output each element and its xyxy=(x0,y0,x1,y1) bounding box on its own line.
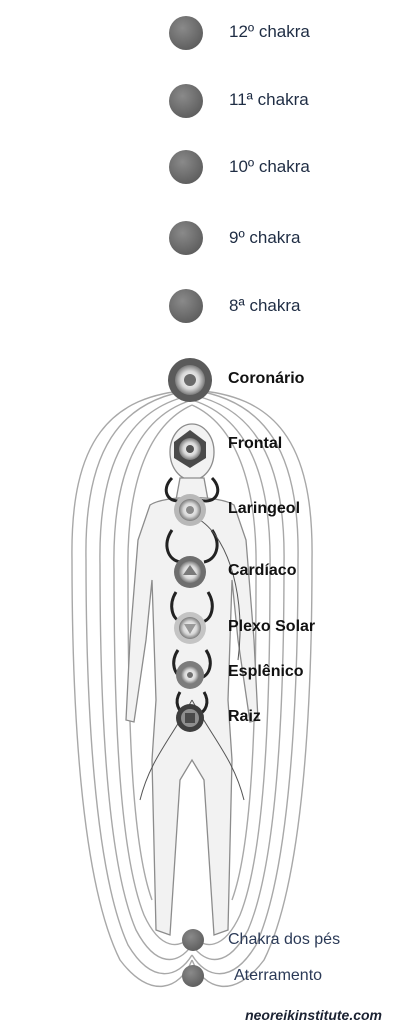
chakra-8-label: 8ª chakra xyxy=(229,296,301,316)
cardiaco-mandala-icon xyxy=(174,556,206,588)
coronario-label: Coronário xyxy=(228,369,304,389)
chakra-12-label: 12º chakra xyxy=(229,22,310,42)
source-credit: neoreikinstitute.com xyxy=(245,1007,382,1023)
esplenico-label: Esplênico xyxy=(228,662,304,682)
cardiaco-label: Cardíaco xyxy=(228,561,296,581)
chakra-9-disc xyxy=(169,221,203,255)
chakra-dos-pes-label: Chakra dos pés xyxy=(228,930,340,950)
chakra-11-label: 11ª chakra xyxy=(229,90,309,110)
esplenico-mandala-icon xyxy=(176,661,204,689)
lower-point-discs xyxy=(182,929,204,987)
upper-chakra-discs xyxy=(169,16,203,323)
aterramento-disc xyxy=(182,965,204,987)
laringeol-mandala-icon xyxy=(174,494,206,526)
chakra-10-disc xyxy=(169,150,203,184)
coronario-mandala-icon xyxy=(168,358,212,402)
raiz-mandala-icon xyxy=(176,704,204,732)
chakra-11-disc xyxy=(169,84,203,118)
chakra-dos-pes-disc xyxy=(182,929,204,951)
chakra-9-label: 9º chakra xyxy=(229,228,300,248)
frontal-label: Frontal xyxy=(228,434,282,454)
chakra-12-disc xyxy=(169,16,203,50)
raiz-label: Raiz xyxy=(228,707,261,727)
chakra-10-label: 10º chakra xyxy=(229,157,310,177)
plexo-solar-mandala-icon xyxy=(174,612,206,644)
chakra-8-disc xyxy=(169,289,203,323)
aterramento-label: Aterramento xyxy=(234,966,322,986)
plexo-solar-label: Plexo Solar xyxy=(228,617,315,637)
laringeol-label: Laringeol xyxy=(228,499,300,519)
